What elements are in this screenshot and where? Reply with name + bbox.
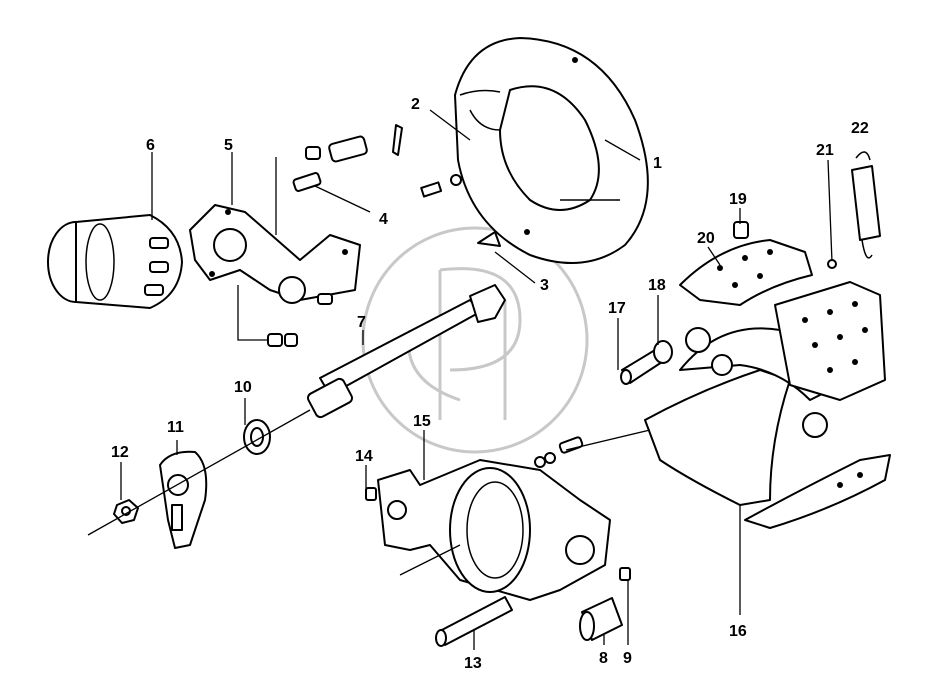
part-label-5: 5 [224, 137, 233, 154]
brake-chamber [47, 214, 183, 309]
part-label-8: 8 [599, 650, 608, 667]
spring-pin [827, 159, 837, 269]
camshaft [307, 284, 506, 419]
assembly-axis-line [87, 409, 311, 536]
part-label-7: 7 [357, 314, 366, 331]
anchor-pin [435, 596, 513, 647]
brake-lining [679, 239, 813, 306]
return-spring [851, 151, 881, 259]
leader-lines [120, 109, 741, 650]
part-label-14: 14 [355, 448, 373, 465]
part-label-10: 10 [234, 379, 252, 396]
part-label-20: 20 [697, 230, 715, 247]
part-label-6: 6 [146, 137, 155, 154]
part-label-9: 9 [623, 650, 632, 667]
shield-bolt [420, 174, 462, 198]
dust-shield [454, 37, 649, 264]
camshaft-seal [243, 419, 271, 455]
part-label-1: 1 [653, 155, 662, 172]
part-label-4: 4 [379, 211, 388, 228]
small-screw [365, 487, 377, 501]
part-label-3: 3 [540, 277, 549, 294]
part-label-19: 19 [729, 191, 747, 208]
spider-bolt-and-washers [534, 436, 584, 468]
part-label-22: 22 [851, 120, 869, 137]
part-label-18: 18 [648, 277, 666, 294]
slack-adjuster [159, 450, 208, 549]
hex-nut [113, 499, 139, 524]
cam-roller [653, 340, 673, 364]
brake-spider [377, 459, 611, 601]
brake-shoe-assembly [644, 281, 891, 529]
part-label-2: 2 [411, 96, 420, 113]
part-label-15: 15 [413, 413, 431, 430]
grease-fitting [619, 567, 631, 581]
rivet [733, 221, 749, 239]
clevis-and-pin [292, 124, 403, 192]
bushing [579, 597, 623, 641]
part-label-21: 21 [816, 142, 834, 159]
part-label-17: 17 [608, 300, 626, 317]
part-label-16: 16 [729, 623, 747, 640]
part-labels: 1 2 3 4 5 6 7 8 9 10 11 12 13 14 15 16 1… [111, 96, 869, 672]
retaining-key [477, 231, 501, 247]
part-label-12: 12 [111, 444, 129, 461]
part-label-13: 13 [464, 655, 482, 672]
part-label-11: 11 [167, 419, 184, 436]
chamber-bracket [189, 204, 361, 347]
